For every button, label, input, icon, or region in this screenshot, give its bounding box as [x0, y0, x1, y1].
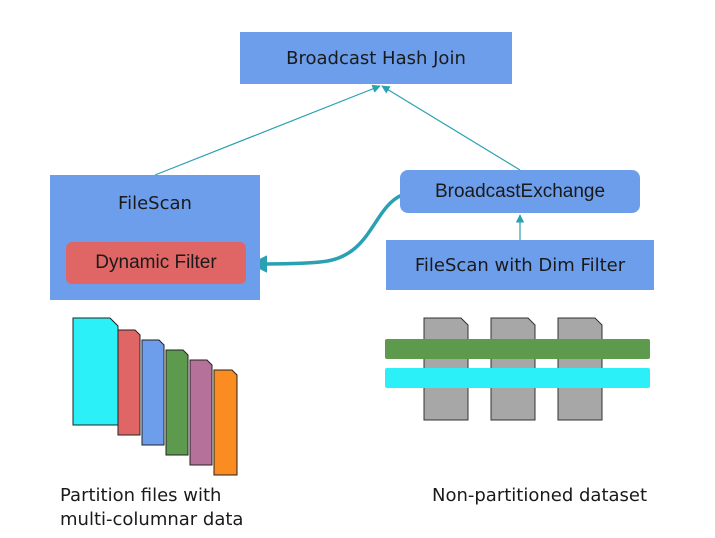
partition-file-icon [189, 359, 213, 466]
filescan-dim-filter-label: FileScan with Dim Filter [414, 254, 626, 276]
partition-files-caption-line2: multi-columnar data [60, 509, 244, 530]
broadcast-hash-join-label: Broadcast Hash Join [286, 47, 466, 69]
edge-exchange-to-dynamic-filter [249, 193, 403, 273]
cyan-filter-stripe [385, 368, 650, 388]
partition-file-icon [141, 339, 165, 446]
partition-file-icon [72, 317, 119, 426]
partition-file-icon [165, 349, 189, 456]
dynamic-filter-label: Dynamic Filter [95, 252, 217, 273]
dynamic-filter-node: Dynamic Filter [66, 242, 246, 284]
filescan-dim-filter-node: FileScan with Dim Filter [386, 240, 654, 290]
filescan-label: FileScan [118, 193, 192, 214]
broadcast-exchange-label: BroadcastExchange [434, 180, 606, 202]
broadcast-hash-join-node: Broadcast Hash Join [240, 32, 512, 84]
partition-file-icon [213, 369, 238, 476]
non-partitioned-caption: Non-partitioned dataset [432, 485, 648, 506]
edge-exchange-to-join [381, 85, 521, 171]
broadcast-exchange-node: BroadcastExchange [400, 170, 640, 213]
green-filter-stripe [385, 339, 650, 359]
partition-files-caption-line1: Partition files with [60, 485, 222, 506]
edge-filescan-to-join [154, 84, 381, 176]
